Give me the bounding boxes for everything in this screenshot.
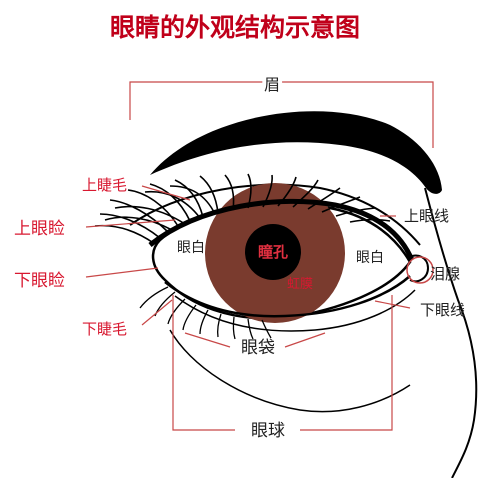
lower-lid-line — [164, 275, 411, 318]
label-pupil: 瞳孔 — [258, 243, 288, 261]
upper-eyelashes — [94, 173, 391, 245]
upper-lash-line — [148, 198, 415, 262]
pupil — [245, 224, 301, 280]
label-eye-bag: 眼袋 — [241, 338, 275, 358]
lower-eyelashes — [139, 286, 272, 340]
label-lower-lid-line: 下眼线 — [420, 301, 465, 319]
label-iris: 虹膜 — [287, 277, 313, 292]
label-lower-eyelid: 下眼睑 — [14, 271, 65, 291]
lacrimal-gland-marker — [406, 256, 434, 284]
label-lacrimal-gland: 泪腺 — [430, 265, 460, 283]
eyebrow-shape — [150, 111, 442, 194]
lacrimal-caruncle — [407, 254, 430, 283]
cheek-line — [169, 329, 411, 413]
face-contour-line — [424, 187, 478, 478]
diagram-title: 眼睛的外观结构示意图 — [110, 13, 360, 42]
upper-eyelid-crease — [129, 183, 421, 246]
label-upper-eyelash: 上睫毛 — [82, 176, 127, 194]
label-eyeball: 眼球 — [251, 421, 285, 441]
label-eyebrow: 眉 — [264, 75, 280, 94]
label-lower-eyelash: 下睫毛 — [82, 320, 127, 338]
label-upper-lid-line: 上眼线 — [404, 207, 449, 225]
lower-lid-rim — [174, 289, 416, 332]
label-sclera-right: 眼白 — [356, 250, 384, 266]
leader-lines — [85, 81, 434, 431]
label-sclera-left: 眼白 — [177, 240, 205, 256]
label-upper-eyelid: 上眼睑 — [14, 219, 65, 239]
